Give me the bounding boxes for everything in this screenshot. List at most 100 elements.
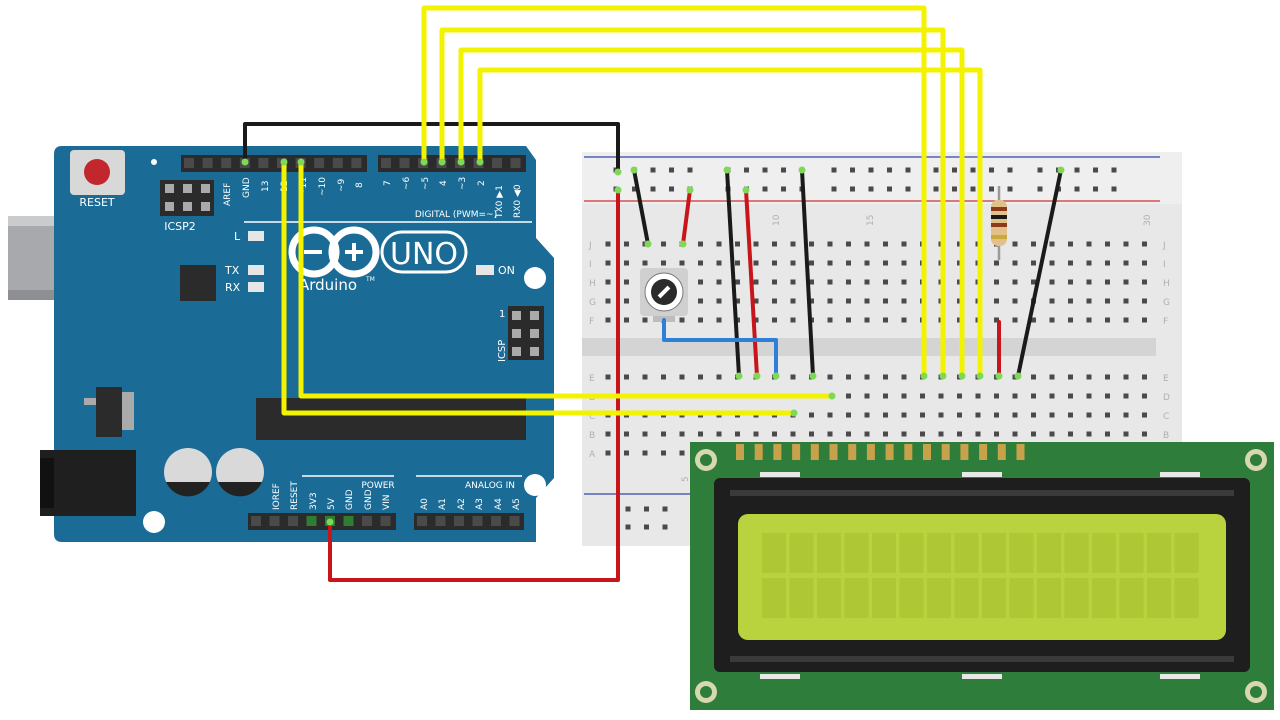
wire-end-dot [809,372,817,380]
breadboard-hole [1049,260,1055,266]
analog-header-labels: A0 A1 A2 A3 A4 A5 [420,498,522,510]
breadboard-hole [1123,431,1129,437]
breadboard-hole [920,412,925,418]
wire-pot-vcc [681,188,692,246]
row-letter-j: J [588,241,592,251]
wire-d12-yellow [281,159,797,416]
breadboard-hole [1068,393,1073,399]
breadboard-hole [605,317,611,323]
wire-d4-yellow [439,27,946,379]
wire-end-dot [476,158,484,166]
rail-hole [781,167,786,173]
wire-end-dot [790,409,798,417]
row-letter-c: C [589,412,595,422]
breadboard-hole [1123,260,1129,266]
wire-end-dot [920,372,928,380]
icsp2-label: ICSP2 [164,220,196,233]
row-letter-h: H [589,279,596,289]
pin-label-3v3: 3V3 [309,492,319,510]
breadboard-hole [698,431,703,437]
breadboard-hole [883,279,888,285]
header-pin [314,158,325,168]
breadboard-hole [772,279,777,285]
pin-label-7: 7 [383,180,393,186]
breadboard-hole [1049,374,1055,380]
pin-label-a3: A3 [475,498,485,510]
breadboard-hole [1012,279,1018,285]
wire-d3-yellow [458,47,965,379]
wire-d11-yellow [298,159,835,399]
rail-hole [989,186,994,192]
rail-hole [850,186,855,192]
breadboard-hole [1068,317,1073,323]
lcd-character-cell [789,533,814,573]
wire-pot-gnd [632,168,650,246]
rail-hole [1111,167,1117,173]
breadboard-hole [1142,279,1147,285]
rail-hole [887,167,892,173]
breadboard-hole [901,298,907,304]
header-pin [472,516,483,526]
rail-hole [762,167,768,173]
breadboard-hole [698,279,703,285]
breadboard-hole [1049,393,1055,399]
icsp-header [508,306,544,360]
wires [243,5,1063,582]
breadboard-hole [661,241,666,247]
breadboard-hole [753,298,759,304]
breadboard-hole [1031,279,1036,285]
breadboard-hole [901,393,907,399]
breadboard-hole [1012,317,1018,323]
breadboard-hole [901,317,907,323]
power-header [248,513,396,530]
breadboard-hole [642,260,648,266]
lcd-pin [1016,444,1025,460]
breadboard-hole [901,241,907,247]
header-pin [362,516,372,526]
lcd-character-cell [872,533,896,573]
pin-label-tx: TX0 ▶1 [495,185,505,219]
arduino-brand: Arduino [299,276,357,294]
row-letter-g-right: G [1163,298,1170,308]
lcd-character-cell [1119,533,1144,573]
led-l-label: L [234,230,241,243]
breadboard-hole [1068,241,1073,247]
header-pin [306,516,317,526]
breadboard-hole [772,241,777,247]
breadboard-hole [864,317,870,323]
breadboard-hole [938,431,944,437]
rail-hole [632,186,637,192]
lcd-character-cell [762,533,786,573]
breadboard-hole [1105,393,1110,399]
lcd-character-cell [899,533,924,573]
breadboard-hole [846,279,851,285]
breadboard-hole [1049,279,1055,285]
breadboard-hole [1123,393,1129,399]
breadboard-hole [716,279,722,285]
breadboard-hole [1105,241,1110,247]
lcd-character-cell [954,578,979,618]
wire-end-dot [1014,372,1022,380]
header-pin [332,158,343,168]
pin-label-a2: A2 [457,498,467,510]
breadboard-hole [1105,279,1110,285]
breadboard-hole [1123,412,1129,418]
breadboard-hole [975,393,981,399]
breadboard-hole [1086,412,1092,418]
breadboard-hole [846,431,851,437]
row-letter-e-right: E [1163,374,1169,384]
breadboard-hole [901,412,907,418]
breadboard-hole [994,393,999,399]
lcd-character-cell [872,578,896,618]
pin-label-6: ~6 [402,176,412,190]
breadboard-hole [753,431,759,437]
lcd-character-cell [817,533,841,573]
breadboard-hole [624,431,629,437]
breadboard-hole [1049,412,1055,418]
lcd-pin [885,444,894,460]
breadboard-hole [624,298,629,304]
breadboard-hole [790,431,796,437]
rail-hole [669,167,674,173]
usb-chip [180,265,216,301]
breadboard-hole [1142,412,1147,418]
